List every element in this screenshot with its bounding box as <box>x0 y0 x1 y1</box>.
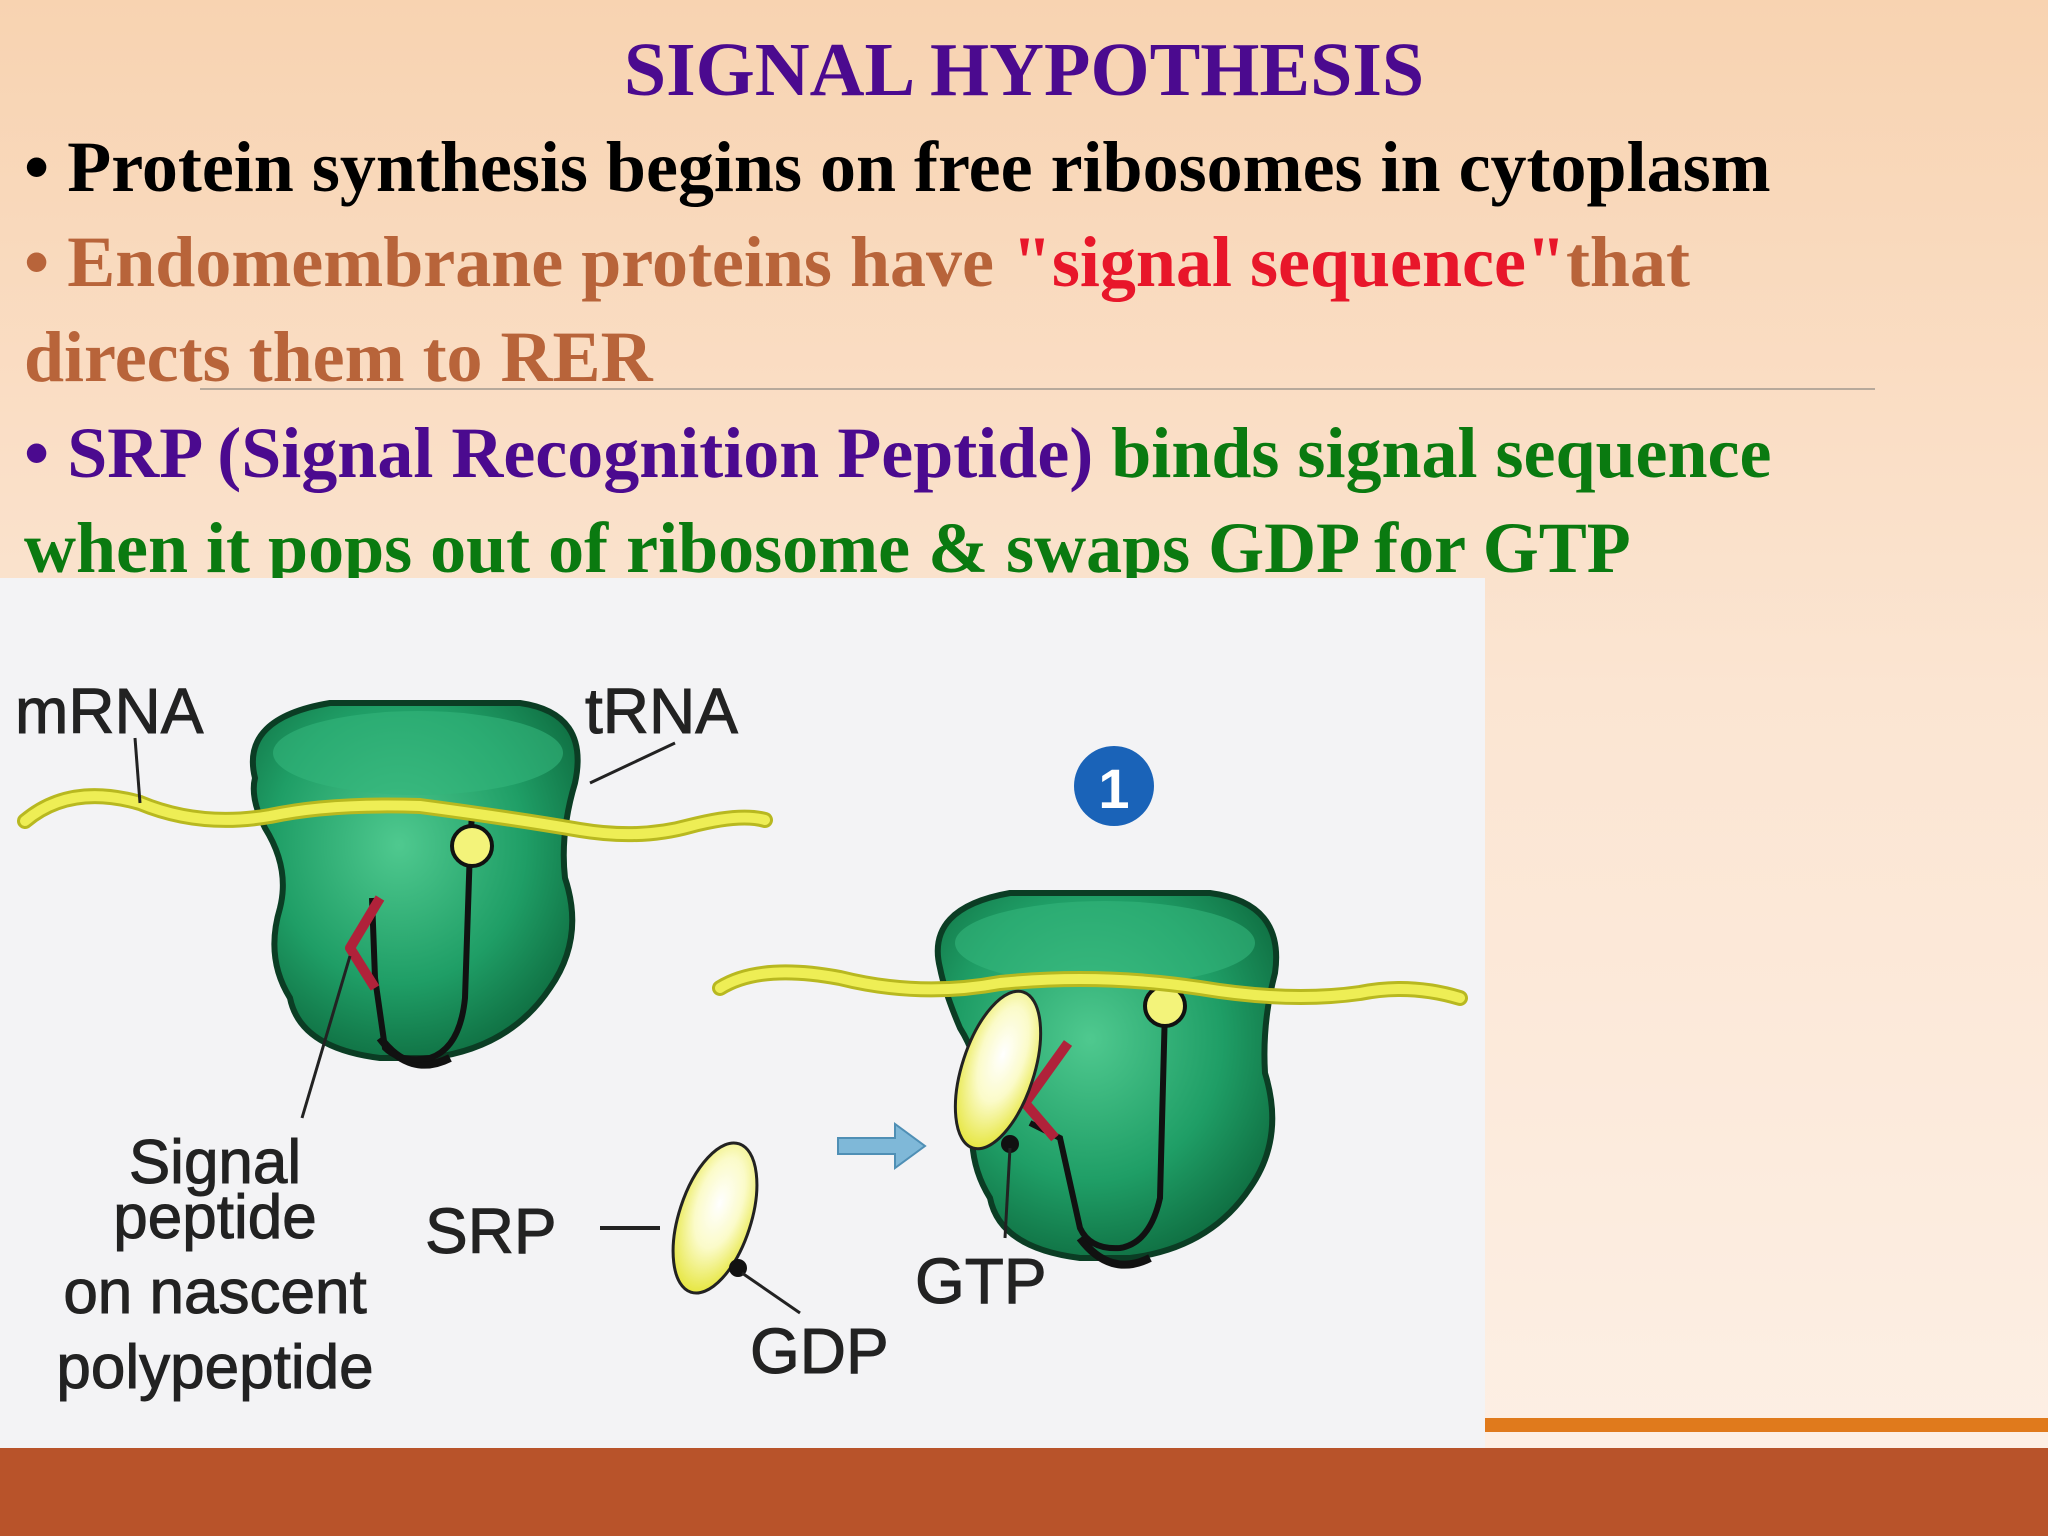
bullet-endomembrane: • Endomembrane proteins have "signal seq… <box>24 215 2014 310</box>
accent-bar-thin <box>1485 1418 2048 1432</box>
footer-bar <box>0 1448 2048 1536</box>
free-srp <box>600 1141 801 1315</box>
ribosome-free <box>249 700 581 1069</box>
srp-term: SRP (Signal Recognition Peptide) <box>49 413 1094 493</box>
label-gdp: GDP <box>750 1315 889 1387</box>
signal-sequence-highlight: "signal sequence" <box>1011 222 1566 302</box>
label-mrna: mRNA <box>15 675 204 747</box>
bullet-text-part2: binds signal sequence <box>1093 413 1772 493</box>
label-signal-line2: peptide <box>113 1183 316 1252</box>
arrow-right-icon <box>837 1122 927 1170</box>
signal-hypothesis-figure: 1 mRNA tRNA <box>0 578 1485 1448</box>
ribosome-with-srp <box>934 890 1280 1269</box>
label-signal-line4: polypeptide <box>56 1333 373 1402</box>
bullet-endomembrane-line2: directs them to RER <box>24 317 653 397</box>
bullet-protein-synthesis: • Protein synthesis begins on free ribos… <box>24 120 2014 215</box>
label-signal-line3: on nascent <box>63 1258 366 1327</box>
label-signal-line1: Signal <box>129 1128 301 1197</box>
label-srp: SRP <box>425 1195 557 1267</box>
label-trna: tRNA <box>585 675 738 747</box>
bullet-text: Protein synthesis begins on free ribosom… <box>49 127 1771 207</box>
slide-title: SIGNAL HYPOTHESIS <box>623 28 1425 112</box>
bullet-marker: • <box>24 222 50 302</box>
bullet-marker: • <box>24 413 50 493</box>
bullet-srp-line2: when it pops out of ribosome & swaps GDP… <box>24 508 1631 588</box>
bullet-text-part1: Endomembrane proteins have <box>49 222 1012 302</box>
divider-line <box>200 388 1875 390</box>
bullet-text-part3: that <box>1565 222 1690 302</box>
label-gtp: GTP <box>915 1245 1047 1317</box>
bullet-marker: • <box>24 127 50 207</box>
bullet-srp: • SRP (Signal Recognition Peptide) binds… <box>24 406 2014 501</box>
step-number: 1 <box>1098 757 1129 820</box>
ribosome-diagram: 1 mRNA tRNA <box>15 675 1468 1403</box>
step-1-badge: 1 <box>1074 746 1154 826</box>
